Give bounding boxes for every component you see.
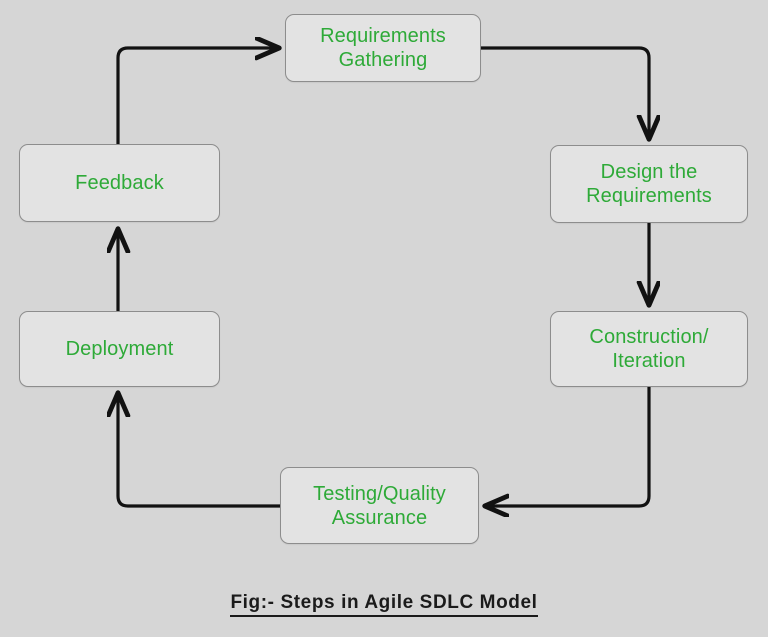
node-construction-iteration[interactable]: Construction/ Iteration	[550, 311, 748, 387]
node-label: Feedback	[75, 172, 164, 194]
edge-testing-to-deployment	[118, 394, 280, 508]
edge-construction-to-testing	[486, 387, 651, 506]
node-label: Requirements Gathering	[320, 25, 446, 71]
node-label: Construction/ Iteration	[589, 326, 709, 372]
edge-feedback-to-requirements	[116, 48, 278, 144]
node-testing-quality-assurance[interactable]: Testing/Quality Assurance	[280, 467, 479, 544]
node-feedback[interactable]: Feedback	[19, 144, 220, 222]
node-label: Design the Requirements	[586, 161, 712, 207]
edge-requirements-to-design	[481, 46, 649, 138]
figure-caption: Fig:- Steps in Agile SDLC Model	[0, 592, 768, 617]
node-deployment[interactable]: Deployment	[19, 311, 220, 387]
node-design-the-requirements[interactable]: Design the Requirements	[550, 145, 748, 223]
node-label: Deployment	[65, 338, 174, 360]
node-requirements-gathering[interactable]: Requirements Gathering	[285, 14, 481, 82]
figure-caption-text: Fig:- Steps in Agile SDLC Model	[230, 592, 538, 617]
node-label: Testing/Quality Assurance	[313, 482, 446, 529]
